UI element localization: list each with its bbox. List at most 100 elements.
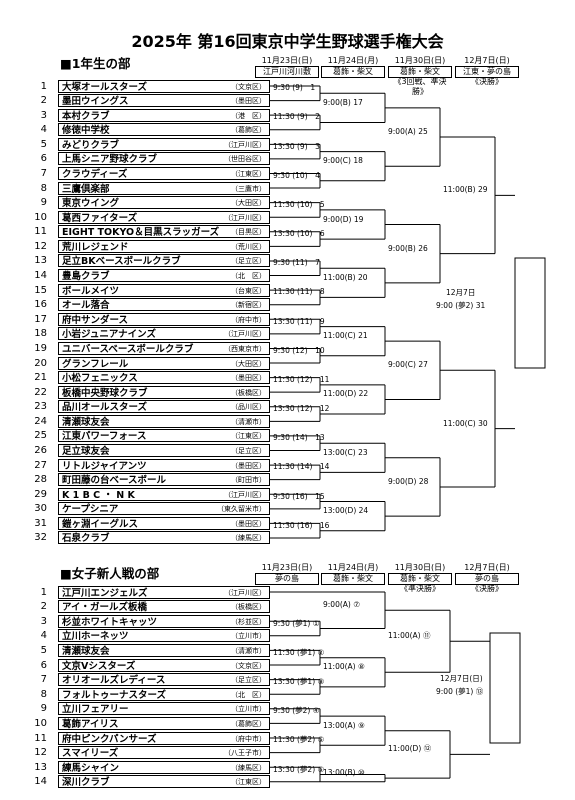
team-name: 江戸川エンジェルズ [62, 587, 148, 599]
match-label: 13:30 (夢2) ⑥ [273, 764, 325, 774]
team-place: （世田谷区） [224, 155, 266, 164]
team-box: K 1 B C ・ N K（江戸川区） [58, 487, 270, 501]
team-name: 江東パワーフォース [62, 431, 147, 443]
match-label: 9:00(B) 17 [323, 97, 363, 107]
team-name: 葛飾アイリス [62, 718, 119, 730]
team-name: 三鷹倶楽部 [62, 183, 110, 195]
column-header-venue: 江東・夢の島 [455, 66, 519, 78]
team-number: 7 [40, 674, 47, 686]
team-box: 荒川レジェンド（荒川区） [58, 239, 270, 253]
team-name: ユニバースベースボールクラブ [62, 343, 194, 355]
team-box: リトルジャイアンツ（墨田区） [58, 458, 270, 472]
team-place: （清瀬市） [231, 417, 266, 426]
team-number: 9 [40, 197, 47, 209]
team-name: 石泉クラブ [62, 533, 110, 545]
team-name: 足立球友会 [62, 446, 110, 457]
match-label: 11:30 (10) 5 [273, 199, 325, 209]
team-box: 葛飾アイリス（葛飾区） [58, 716, 270, 730]
team-number: 8 [40, 182, 47, 194]
team-place: （新宿区） [231, 301, 266, 310]
team-name: オリオールズレディース [62, 675, 166, 687]
team-box: 修徳中学校 （葛飾区） [58, 123, 270, 137]
team-place: （板橋区） [231, 603, 266, 612]
team-number: 27 [34, 459, 47, 471]
match-label: 13:30 (10) 6 [273, 229, 325, 239]
team-row: 7 オリオールズレディース（足立区） [33, 673, 270, 687]
match-label: 11:00(B) 20 [323, 272, 368, 282]
section-heading-girls: ■女子新人戦の部 [60, 566, 160, 581]
team-place: （練馬区） [231, 763, 266, 772]
team-place: （江戸川区） [224, 330, 266, 339]
team-box: 府中サンダース（府中市） [58, 312, 270, 326]
team-place: （練馬区） [231, 534, 266, 543]
team-number: 32 [34, 532, 47, 544]
team-name: 修徳中学校 [62, 125, 110, 137]
team-row: 16 オール落合（新宿区） [33, 298, 270, 312]
team-place: （江戸川区） [224, 213, 266, 222]
column-header-date: 11月24日(月) [327, 563, 379, 572]
team-box: 清瀬球友会（清瀬市） [58, 414, 270, 428]
match-label: 9:00(C) 18 [323, 156, 363, 166]
team-box: 豊島クラブ（北 区） [58, 269, 270, 283]
team-place: （大田区） [231, 359, 266, 368]
match-label: 11:30 (夢2) ⑤ [273, 735, 325, 745]
team-place: （江戸川区） [224, 490, 266, 499]
team-box: ボールメイツ（台東区） [58, 283, 270, 297]
team-number: 14 [34, 270, 47, 282]
team-box: 立川フェアリー（立川市） [58, 702, 270, 716]
team-name: ボールメイツ [62, 285, 120, 297]
match-label: 9:30 (12) 10 [273, 345, 325, 355]
team-name: リトルジャイアンツ [62, 460, 147, 472]
team-place: （足立区） [231, 447, 266, 455]
team-number: 11 [34, 732, 47, 744]
team-number: 4 [40, 124, 47, 136]
team-number: 5 [40, 138, 47, 150]
team-number: 16 [34, 299, 47, 311]
team-name: フォルトゥーナスターズ [62, 689, 167, 701]
team-number: 3 [40, 109, 47, 121]
team-box: オール落合（新宿区） [58, 298, 270, 312]
team-place: （文京区） [231, 82, 266, 91]
team-place: （江東区） [231, 432, 266, 441]
team-box: 小松フェニックス（墨田区） [58, 371, 270, 385]
match-label: 9:30 (14) 13 [273, 433, 325, 443]
match-label: 11:00(A) ⑪ [388, 631, 431, 641]
team-name: 上馬シニア野球クラブ [62, 154, 158, 166]
team-name: アイ・ガールズ板橋 [62, 602, 148, 614]
team-name: 立川ホーネッツ [62, 631, 129, 643]
team-number: 10 [34, 717, 47, 729]
team-place: （墨田区） [231, 519, 266, 528]
team-box: オリオールズレディース（足立区） [58, 673, 270, 687]
team-number: 2 [40, 601, 47, 613]
match-label: 11:30 (夢1) ② [273, 647, 325, 657]
team-place: （三鷹市） [231, 184, 266, 193]
final-box [514, 257, 546, 369]
team-name: 深川クラブ [62, 777, 110, 789]
team-name: 東京ウイング [62, 198, 120, 210]
team-name: 品川オールスターズ [62, 402, 148, 414]
match-label: 13:00(B) ⑩ [323, 768, 365, 778]
team-row: 14 豊島クラブ（北 区） [33, 269, 270, 283]
team-number: 24 [34, 415, 47, 427]
team-row: 10 葛飾アイリス（葛飾区） [33, 716, 270, 730]
team-number: 13 [34, 255, 47, 267]
team-box: 練馬シャイン（練馬区） [58, 760, 270, 774]
column-header-date: 11月23日(日) [261, 56, 313, 65]
match-label: 9:30 (夢1) ① [273, 618, 320, 628]
team-place: （葛飾区） [231, 126, 266, 135]
match-label: 9:00(A) 25 [388, 127, 428, 137]
team-number: 7 [40, 167, 47, 179]
team-box: スマイリーズ（八王子市） [58, 746, 270, 760]
